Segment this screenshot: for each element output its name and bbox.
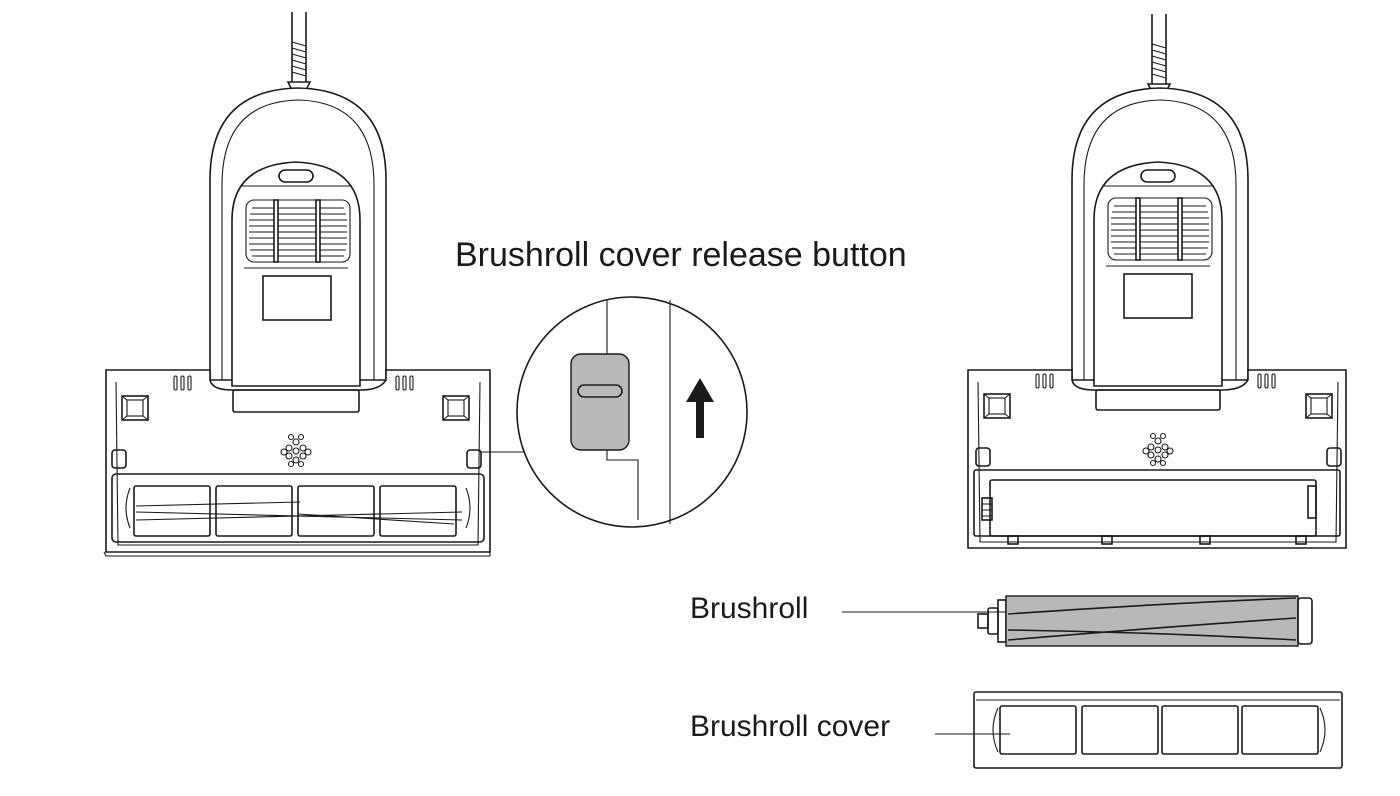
release-button	[570, 353, 630, 451]
brushroll-cover-part	[935, 691, 1343, 769]
vacuum-head-cover-removed	[967, 13, 1347, 549]
label-brushroll: Brushroll	[690, 592, 809, 625]
vacuum-head-assembled	[103, 11, 491, 557]
release-button-zoom	[516, 296, 748, 528]
label-brushroll-cover: Brushroll cover	[690, 710, 891, 743]
arrow-up-icon	[686, 378, 714, 438]
brushroll-part	[842, 595, 1313, 647]
label-release-button: Brushroll cover release button	[455, 236, 907, 274]
